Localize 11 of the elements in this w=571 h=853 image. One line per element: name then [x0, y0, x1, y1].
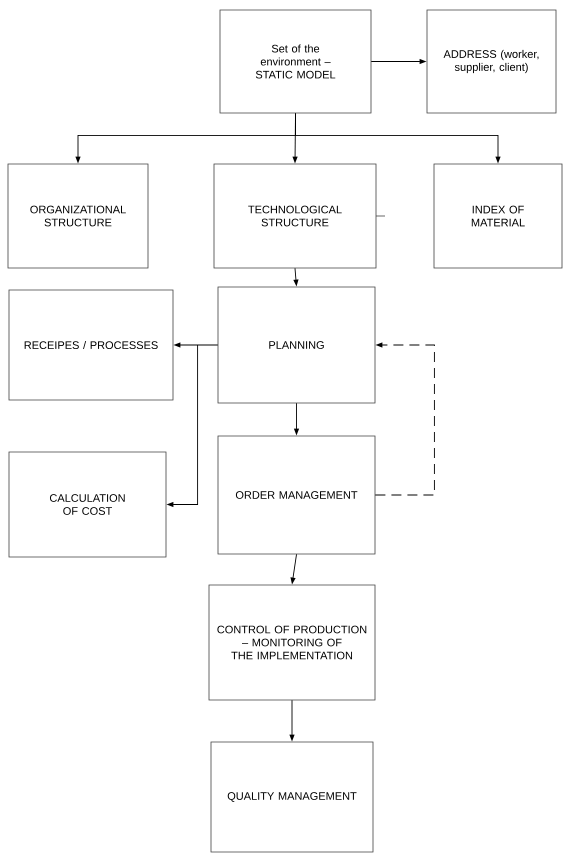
process-box: TECHNOLOGICAL STRUCTURE: [214, 164, 376, 268]
process-box: CALCULATION OF COST: [8, 452, 166, 558]
process-box: ORDER MANAGEMENT: [218, 436, 376, 554]
process-box: ORGANIZATIONAL STRUCTURE: [8, 164, 148, 268]
process-box: RECEIPES / PROCESSES: [8, 290, 174, 400]
process-box: Set of the environment – STATIC MODEL: [220, 10, 372, 114]
process-box: PLANNING: [218, 286, 376, 404]
process-box: QUALITY MANAGEMENT: [210, 742, 374, 852]
process-box: CONTROL OF PRODUCTION – MONITORING OF THE IMPLEMENTATION: [208, 584, 376, 700]
process-box: INDEX OF MATERIAL: [434, 164, 562, 268]
process-box: ADDRESS (worker, supplier, client): [426, 10, 556, 114]
